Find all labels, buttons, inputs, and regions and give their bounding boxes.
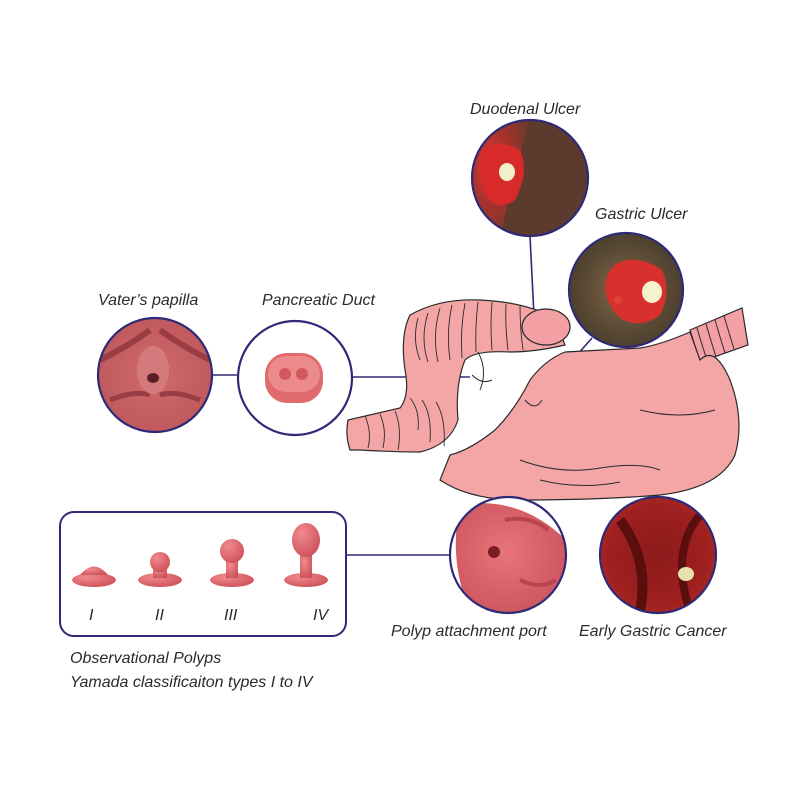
polyp-type-label: I (89, 607, 94, 624)
gastric-ulcer-image (567, 231, 685, 349)
polyp-type-label: IV (313, 607, 329, 624)
label-early-gastric-cancer: Early Gastric Cancer (579, 623, 727, 640)
polyp-caption-line2: Yamada classificaiton types I to IV (70, 674, 313, 691)
label-pancreatic-duct: Pancreatic Duct (262, 292, 375, 309)
polyp-caption-line1: Observational Polyps (70, 650, 222, 667)
duodenal-ulcer-image (470, 118, 590, 238)
stomach-model (346, 299, 749, 501)
polyp-type-4 (284, 523, 328, 587)
polyp-type-1 (72, 566, 116, 587)
label-duodenal-ulcer: Duodenal Ulcer (470, 101, 581, 118)
polyp-type-2 (138, 552, 182, 587)
connector-duodenal-ulcer (529, 235, 535, 317)
vaters-papilla-image (96, 316, 214, 434)
polyp-port-image (448, 495, 568, 615)
polyp-type-3 (210, 539, 254, 587)
label-polyp-attachment-port: Polyp attachment port (391, 623, 547, 640)
early-gastric-cancer-image (598, 495, 718, 615)
label-vaters-papilla: Vater’s papilla (98, 292, 199, 309)
polyp-panel (59, 511, 347, 637)
label-gastric-ulcer: Gastric Ulcer (595, 206, 688, 223)
pancreatic-duct-image (236, 319, 354, 437)
polyp-type-label: II (155, 607, 164, 624)
polyp-type-label: III (224, 607, 238, 624)
